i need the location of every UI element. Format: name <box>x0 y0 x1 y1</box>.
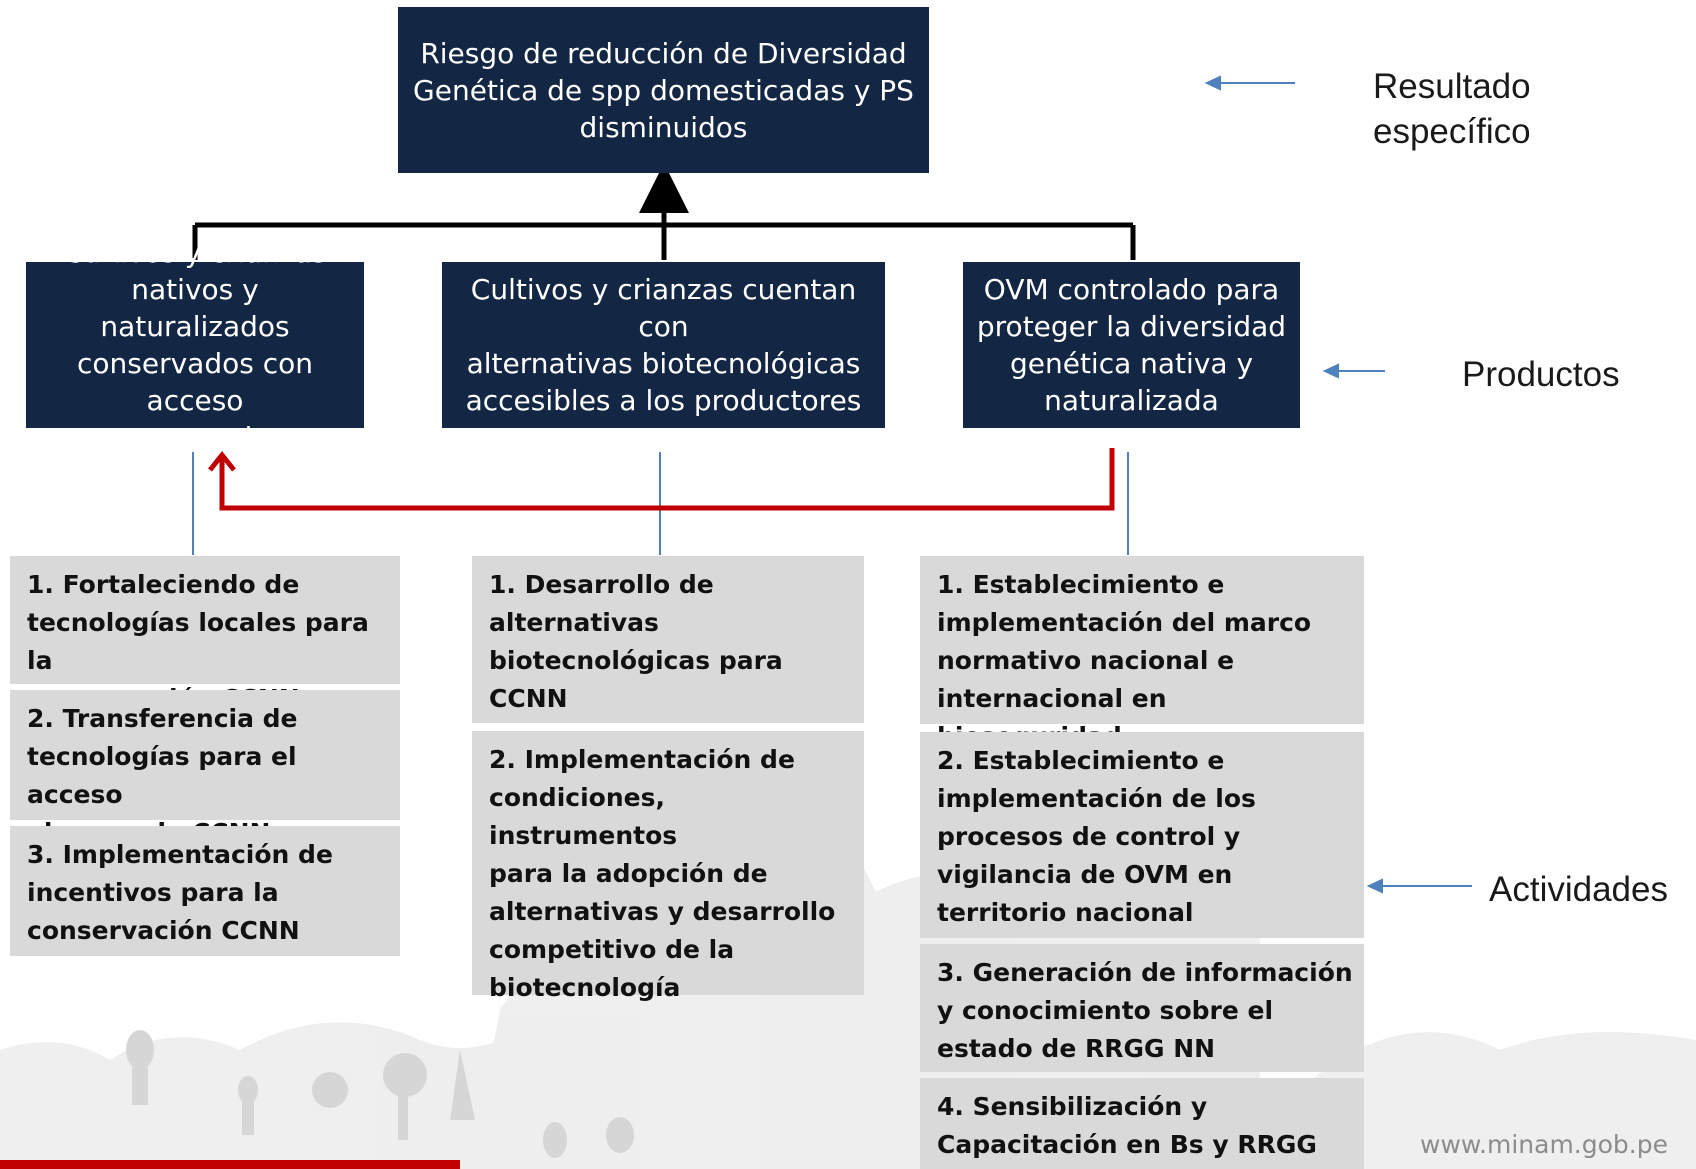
product-box-1: Cultivos y crianzas nativos y naturaliza… <box>26 236 364 454</box>
pointer-arrows <box>1204 75 1472 894</box>
activity-left-3: 3. Implementación de incentivos para la … <box>10 826 400 956</box>
activity-left-1: 1. Fortaleciendo de tecnologías locales … <box>10 556 400 713</box>
tree-connector <box>192 163 1136 260</box>
product-box-2: Cultivos y crianzas cuentan con alternat… <box>442 262 885 428</box>
red-feedback-connector <box>208 448 1115 511</box>
activity-right-3: 3. Generación de información y conocimie… <box>920 944 1364 1072</box>
label-actividades: Actividades <box>1489 870 1668 909</box>
activity-middle-2: 2. Implementación de condiciones, instru… <box>472 731 864 1002</box>
result-box: Riesgo de reducción de Diversidad Genéti… <box>398 7 929 173</box>
activity-right-2: 2. Establecimiento e implementación de l… <box>920 732 1364 938</box>
product-box-3: OVM controlado para proteger la diversid… <box>963 262 1300 428</box>
activity-right-1: 1. Establecimiento e implementación del … <box>920 556 1364 751</box>
activity-right-4: 4. Sensibilización y Capacitación en Bs … <box>920 1078 1364 1169</box>
label-productos: Productos <box>1462 355 1620 394</box>
footer-url: www.minam.gob.pe <box>1420 1130 1668 1159</box>
activity-middle-1: 1. Desarrollo de alternativas biotecnoló… <box>472 556 864 723</box>
activity-left-2: 2. Transferencia de tecnologías para el … <box>10 690 400 847</box>
label-resultado-especifico: Resultado específico <box>1373 67 1531 151</box>
landscape-figures <box>126 1030 634 1158</box>
activity-stems <box>192 452 1129 555</box>
footer-red-band <box>0 1160 460 1169</box>
